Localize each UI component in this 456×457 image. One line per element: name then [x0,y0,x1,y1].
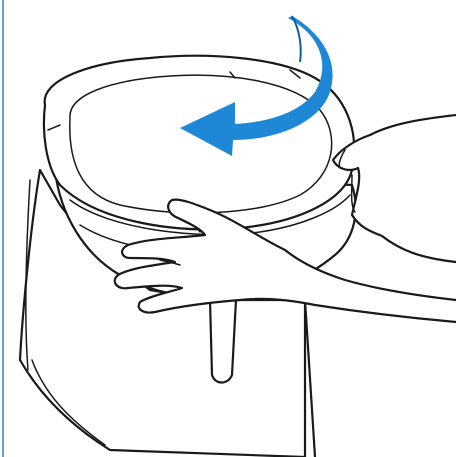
bowl-lid [44,56,354,230]
